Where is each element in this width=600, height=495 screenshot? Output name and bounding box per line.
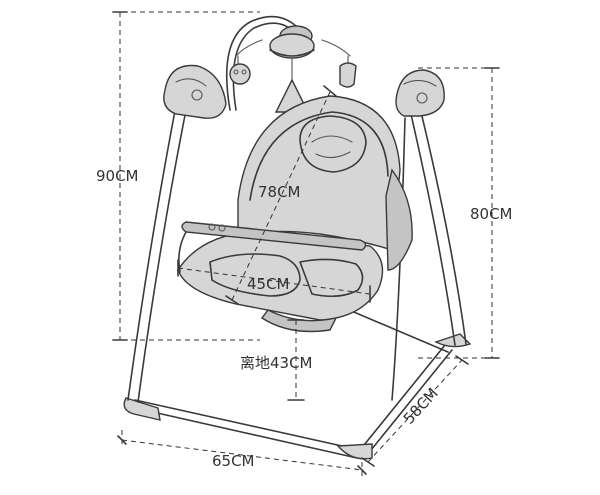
base-width-dimension — [117, 430, 367, 478]
seat-length-label: 78CM — [258, 183, 301, 201]
total-height-dimension — [112, 11, 260, 341]
toy-mobile — [225, 15, 357, 113]
total-height-label: 90CM — [96, 167, 139, 185]
left-leg — [127, 94, 189, 403]
seat-length-dimension — [225, 85, 337, 305]
ground-clearance-dimension — [287, 319, 305, 401]
seat-width-dimension — [177, 259, 371, 303]
left-hub — [163, 64, 227, 119]
base-width-label: 65CM — [212, 452, 255, 470]
ground-clearance-label: 离地43CM — [240, 354, 313, 372]
right-hub — [395, 69, 445, 117]
frame-height-label: 80CM — [470, 205, 513, 223]
right-leg — [391, 107, 467, 401]
base-depth-dimension — [361, 355, 469, 467]
seat-width-label: 45CM — [247, 275, 290, 293]
seat-back — [237, 95, 413, 271]
